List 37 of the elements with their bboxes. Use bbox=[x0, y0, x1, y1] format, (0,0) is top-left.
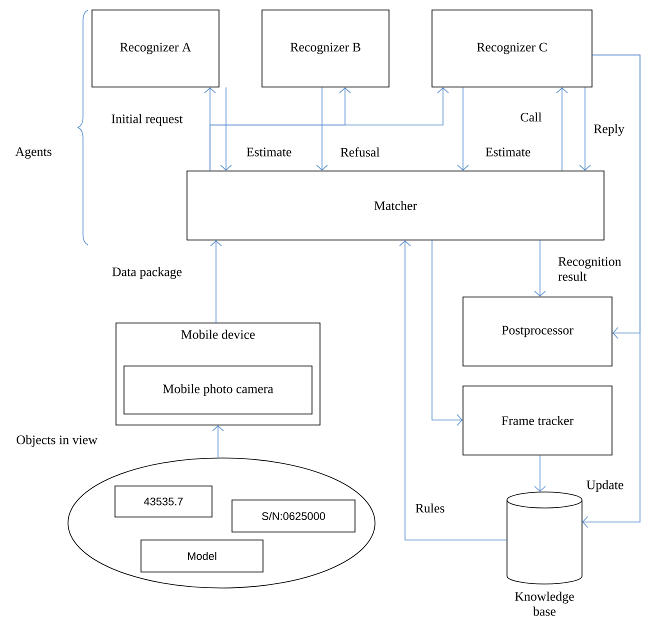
edge-label: Reply bbox=[594, 124, 624, 136]
arrow bbox=[582, 54, 640, 528]
arrow bbox=[399, 240, 508, 540]
edge-label: Refusal bbox=[340, 147, 380, 157]
arrow bbox=[534, 455, 546, 492]
object-box: 43535.7 bbox=[114, 486, 212, 518]
recognizer-box: Recognizer C bbox=[432, 10, 592, 88]
edge-label: Initial request bbox=[112, 114, 183, 126]
edge-label: Estimate bbox=[246, 148, 292, 156]
arrow bbox=[556, 87, 568, 171]
arrow bbox=[212, 425, 224, 458]
edge-label: Data package bbox=[112, 267, 182, 279]
node-label: Knowledge base bbox=[515, 592, 574, 616]
arrow bbox=[316, 87, 328, 171]
edge-label: Recognition result bbox=[558, 257, 622, 281]
process-box: Frame tracker bbox=[462, 386, 612, 456]
camera-box: Mobile photo camera bbox=[124, 366, 312, 414]
beside-text: Objects in view bbox=[16, 435, 98, 447]
edge-label: Estimate bbox=[486, 148, 530, 156]
arrow bbox=[432, 240, 463, 426]
arrow bbox=[220, 87, 232, 171]
matcher-box: Matcher bbox=[186, 170, 604, 240]
object-box: S/N:0625000 bbox=[232, 500, 356, 532]
edge-label: Update bbox=[586, 480, 624, 492]
edge-label: Rules bbox=[416, 503, 444, 513]
recognizer-box: Recognizer B bbox=[262, 10, 390, 88]
arrow bbox=[534, 240, 546, 297]
recognizer-box: Recognizer A bbox=[92, 10, 220, 88]
objects-ellipse bbox=[68, 458, 376, 588]
edge-label: Call bbox=[520, 112, 542, 122]
arrow bbox=[210, 87, 449, 171]
arrow bbox=[210, 240, 222, 323]
object-box: Model bbox=[140, 540, 264, 572]
arrow bbox=[457, 87, 469, 171]
arrow bbox=[579, 87, 591, 171]
group-label: Agents bbox=[15, 147, 52, 159]
process-box: Postprocessor bbox=[462, 296, 612, 366]
